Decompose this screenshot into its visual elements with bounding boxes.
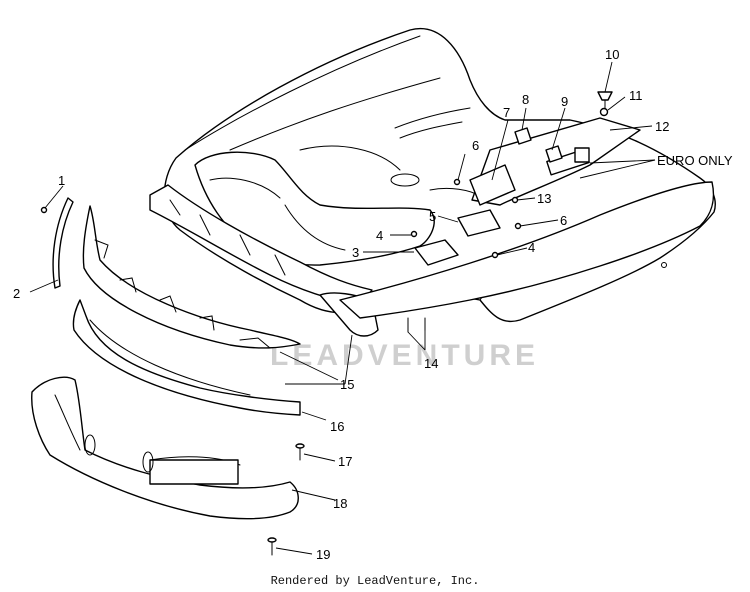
callout-16: 16 (330, 419, 344, 434)
callout-6b: 6 (560, 213, 567, 228)
callout-8: 8 (522, 92, 529, 107)
part-8-clip (514, 127, 532, 145)
callout-5: 5 (429, 209, 436, 224)
callout-13: 13 (537, 191, 551, 206)
callout-18: 18 (333, 496, 347, 511)
part-10-rivet (597, 91, 613, 109)
callout-12: 12 (655, 119, 669, 134)
render-credit: Rendered by LeadVenture, Inc. (270, 574, 480, 588)
part-9-clip (545, 145, 563, 163)
callout-4a: 4 (376, 228, 383, 243)
euro-only-label: EURO ONLY (657, 153, 733, 168)
fastener-4b (491, 251, 499, 259)
watermark: LEADVENTURE (270, 339, 539, 372)
fastener-4a (410, 230, 418, 238)
callout-9: 9 (561, 94, 568, 109)
fastener-13 (511, 196, 519, 204)
part-18-lower-bumper (31, 376, 299, 520)
callout-2: 2 (13, 286, 20, 301)
leader-lines (29, 61, 656, 555)
side-panel (339, 181, 715, 319)
fastener-6b (514, 222, 522, 230)
callout-14: 14 (424, 356, 438, 371)
part-3-bracket (414, 239, 459, 266)
fastener-1 (40, 206, 48, 214)
callout-10: 10 (605, 47, 619, 62)
callout-15: 15 (340, 377, 354, 392)
part-5-bracket (457, 209, 501, 237)
callout-11: 11 (629, 88, 643, 103)
part-19-screw (267, 537, 277, 556)
callout-4b: 4 (528, 240, 535, 255)
fastener-6a (453, 178, 461, 186)
part-16-strip (72, 299, 301, 416)
callout-6a: 6 (472, 138, 479, 153)
part-15-grill (82, 205, 301, 349)
callout-3: 3 (352, 245, 359, 260)
part-2-trim (52, 197, 74, 289)
part-17-screw (295, 443, 305, 461)
part-7-bracket (469, 164, 516, 206)
callout-7: 7 (503, 105, 510, 120)
part-12-panel (471, 117, 641, 206)
callout-19: 19 (316, 547, 330, 562)
callout-17: 17 (338, 454, 352, 469)
callout-1: 1 (58, 173, 65, 188)
part-11-nut (599, 107, 609, 117)
